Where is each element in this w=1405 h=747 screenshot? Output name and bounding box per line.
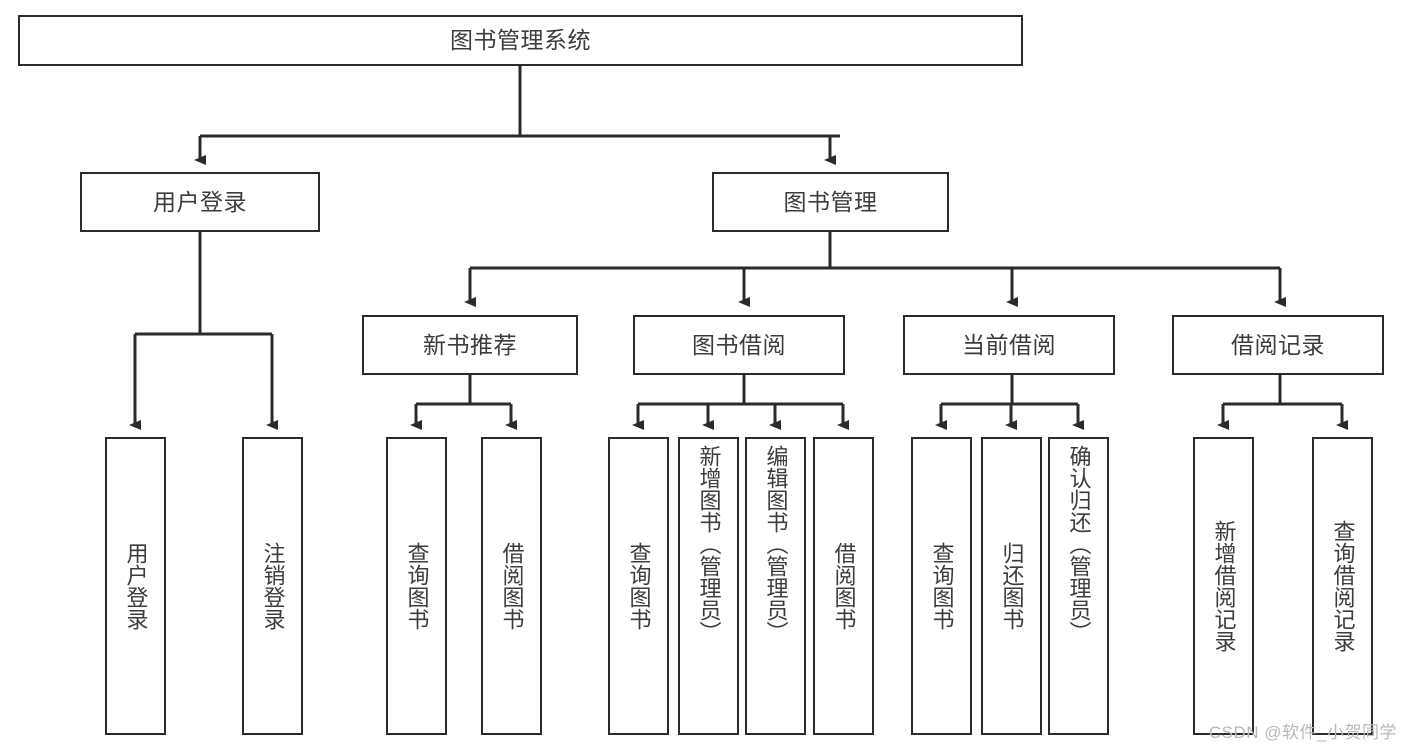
node-user-login[interactable]: 用户登录 (80, 172, 320, 232)
watermark: CSDN @软件_小贺同学 (1208, 723, 1397, 742)
leaf-borrow-book[interactable]: 借阅图书 (813, 437, 874, 735)
leaf-label: 借阅图书 (831, 542, 857, 630)
leaf-return-book[interactable]: 归还图书 (981, 437, 1042, 735)
leaf-label: 编辑图书（管理员） (763, 445, 789, 643)
node-current-borrow[interactable]: 当前借阅 (903, 315, 1115, 375)
leaf-add-book-admin[interactable]: 新增图书（管理员） (678, 437, 739, 735)
leaf-label: 归还图书 (999, 542, 1025, 630)
leaf-label: 确认归还（管理员） (1066, 445, 1092, 643)
node-label: 图书管理 (783, 188, 878, 215)
leaf-query-book-current[interactable]: 查询图书 (911, 437, 972, 735)
node-borrow-record[interactable]: 借阅记录 (1172, 315, 1384, 375)
node-book-management-system[interactable]: 图书管理系统 (18, 15, 1023, 66)
node-label: 图书借阅 (692, 331, 786, 358)
leaf-query-borrow-record[interactable]: 查询借阅记录 (1312, 437, 1373, 735)
leaf-label: 查询借阅记录 (1330, 520, 1356, 652)
node-book-management[interactable]: 图书管理 (712, 172, 949, 232)
node-label: 当前借阅 (962, 331, 1056, 358)
leaf-label: 新增图书（管理员） (696, 445, 722, 643)
leaf-confirm-return-admin[interactable]: 确认归还（管理员） (1048, 437, 1109, 735)
node-book-borrow[interactable]: 图书借阅 (633, 315, 845, 375)
leaf-label: 新增借阅记录 (1211, 520, 1237, 652)
leaf-label: 注销登录 (260, 542, 286, 630)
node-label: 用户登录 (153, 188, 247, 215)
leaf-edit-book-admin[interactable]: 编辑图书（管理员） (745, 437, 806, 735)
leaf-label: 查询图书 (404, 542, 430, 630)
node-new-book-recommend[interactable]: 新书推荐 (362, 315, 578, 375)
leaf-label: 借阅图书 (499, 542, 525, 630)
leaf-borrow-book-new-recommend[interactable]: 借阅图书 (481, 437, 542, 735)
leaf-label: 用户登录 (123, 542, 149, 630)
leaf-label: 查询图书 (626, 542, 652, 630)
leaf-query-book-borrow[interactable]: 查询图书 (608, 437, 669, 735)
leaf-query-book-new-recommend[interactable]: 查询图书 (386, 437, 447, 735)
leaf-user-login[interactable]: 用户登录 (105, 437, 166, 735)
node-label: 新书推荐 (423, 331, 517, 358)
node-label: 借阅记录 (1231, 331, 1325, 358)
leaf-label: 查询图书 (929, 542, 955, 630)
leaf-add-borrow-record[interactable]: 新增借阅记录 (1193, 437, 1254, 735)
node-label: 图书管理系统 (450, 27, 591, 54)
leaf-logout[interactable]: 注销登录 (242, 437, 303, 735)
